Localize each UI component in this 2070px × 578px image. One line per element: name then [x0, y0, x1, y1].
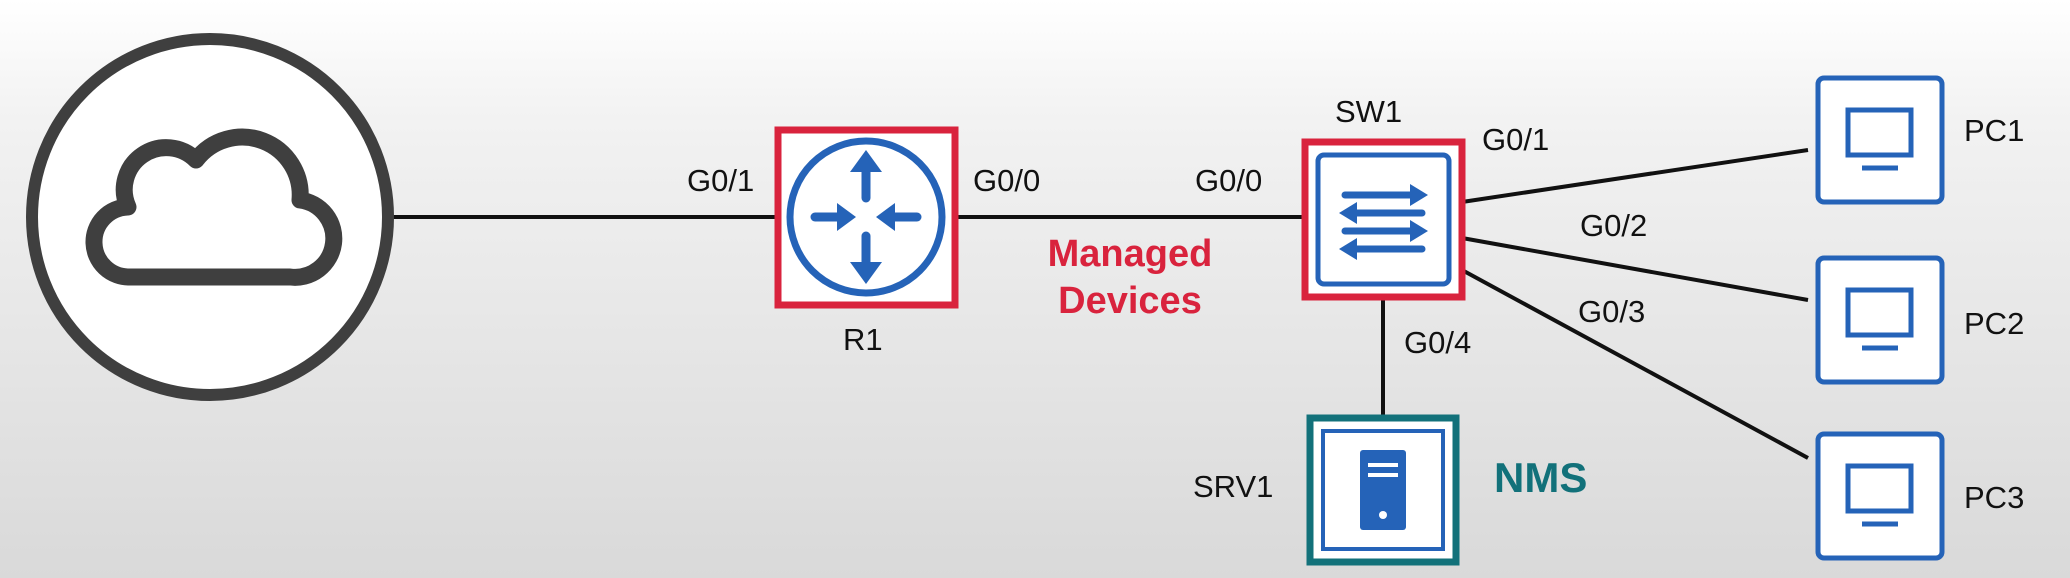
r1-interface-g01-label: G0/1 — [687, 163, 754, 198]
managed-devices-line1: Managed — [1048, 233, 1213, 275]
sw1-interface-g01-label: G0/1 — [1482, 122, 1549, 157]
srv1-label: SRV1 — [1193, 469, 1273, 504]
pc1-box — [1815, 75, 1945, 205]
links — [393, 148, 1809, 460]
pc2-label: PC2 — [1964, 306, 2024, 341]
r1-interface-g00-label: G0/0 — [973, 163, 1040, 198]
monitor-icon — [1845, 287, 1914, 351]
pc1-label: PC1 — [1964, 113, 2024, 148]
link-sw1-pc1 — [1461, 148, 1809, 204]
monitor-icon — [1845, 107, 1914, 171]
internet-node — [26, 33, 394, 401]
pc3-box — [1815, 431, 1945, 561]
nms-label: NMS — [1494, 454, 1587, 501]
server-icon — [1360, 450, 1406, 530]
r1-label: R1 — [843, 322, 883, 357]
pc-pc1[interactable] — [1815, 75, 1945, 205]
router-r1[interactable] — [774, 126, 959, 309]
pc3-label: PC3 — [1964, 480, 2024, 515]
server-srv1[interactable] — [1306, 414, 1460, 566]
switch-icon — [1339, 184, 1428, 260]
pc-pc2[interactable] — [1815, 255, 1945, 385]
monitor-icon — [1845, 463, 1914, 527]
switch-sw1[interactable] — [1301, 138, 1466, 301]
link-sw1-pc3 — [1461, 268, 1809, 460]
sw1-label: SW1 — [1335, 94, 1402, 129]
router-icon — [786, 137, 946, 297]
sw1-interface-g02-label: G0/2 — [1580, 208, 1647, 243]
sw1-interface-g04-label: G0/4 — [1404, 325, 1471, 360]
pc-pc3[interactable] — [1815, 431, 1945, 561]
link-sw1-pc2 — [1461, 236, 1809, 302]
managed-devices-line2: Devices — [1058, 280, 1202, 322]
internet-circle — [26, 33, 394, 401]
sw1-interface-g00-label: G0/0 — [1195, 163, 1262, 198]
cloud-icon — [85, 128, 343, 286]
pc2-box — [1815, 255, 1945, 385]
sw1-interface-g03-label: G0/3 — [1578, 294, 1645, 329]
switch-body — [1315, 152, 1452, 287]
